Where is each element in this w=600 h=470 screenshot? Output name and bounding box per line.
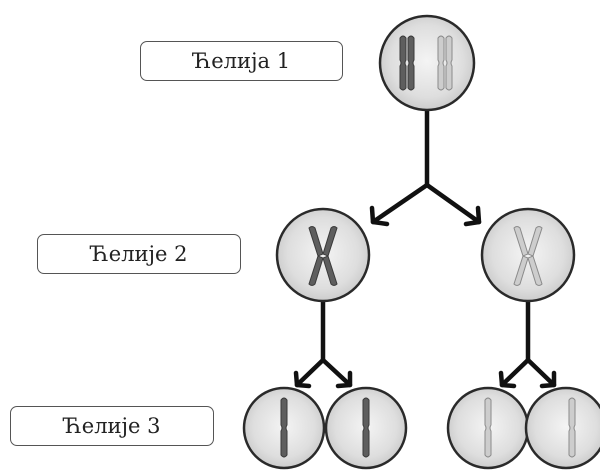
arrows-level-2-right <box>498 297 557 389</box>
cell-2-left <box>275 207 371 303</box>
arrows-level-1 <box>369 107 482 227</box>
chromatid-dark <box>280 397 288 458</box>
cell-2-right <box>480 207 576 303</box>
cell-3-b <box>324 386 408 470</box>
cell-3-c <box>446 386 530 470</box>
homologous-pair-light <box>437 35 453 91</box>
label-cells-2: Ћелије 2 <box>37 234 241 274</box>
chromatid-dark <box>362 397 370 458</box>
label-cells-3: Ћелије 3 <box>10 406 214 446</box>
cell-1 <box>378 14 476 112</box>
chromosome-x-light <box>513 226 543 286</box>
label-cell-1: Ћелија 1 <box>140 41 343 81</box>
cell-3-d <box>524 386 600 470</box>
arrows-level-2-left <box>293 297 353 389</box>
chromatid-light <box>484 397 492 458</box>
chromatid-light <box>568 397 576 458</box>
chromosome-x-dark <box>308 226 338 286</box>
cell-3-a <box>242 386 326 470</box>
homologous-pair-dark <box>399 35 415 91</box>
